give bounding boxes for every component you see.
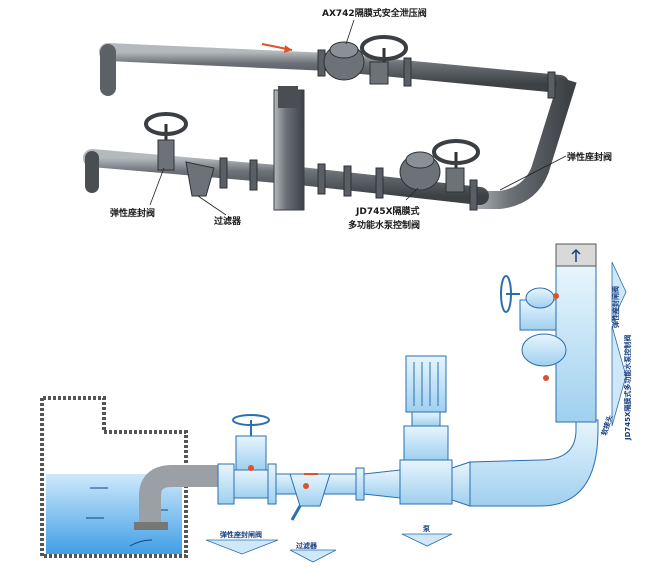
bottom-schematic: 弹性座封闸阀 过滤器 泵 软接头 JD745X隔膜式多功能水泵控制阀 弹性座封闸…: [40, 243, 632, 563]
handwheel-icon: [360, 35, 408, 61]
label-relief-valve: AX742隔膜式安全泄压阀: [322, 7, 427, 19]
right-riser-pipe: [470, 77, 577, 209]
handwheel-icon: [432, 139, 480, 165]
bottom-riser: [500, 243, 597, 423]
top-filter: [185, 161, 215, 197]
lower-run-flanges: [219, 157, 478, 211]
label-control-valve-2: 多功能水泵控制阀: [348, 219, 420, 231]
top-pump-control-valve: [399, 139, 480, 193]
top-leader-lines: [149, 19, 567, 216]
pump-column: [273, 89, 305, 211]
top-3d-piping-illustration: AX742隔膜式安全泄压阀 弹性座封阀 过滤器 JD745X隔膜式 多功能水泵控…: [83, 7, 612, 231]
bottom-pennants: [205, 261, 627, 563]
bottom-pump: [403, 355, 449, 461]
top-left-gate-valve: [144, 112, 188, 171]
pump-motor: [278, 86, 298, 108]
flow-arrowhead: [284, 45, 292, 53]
label-seat-valve-left: 弹性座封阀: [110, 207, 155, 219]
bottom-gate-valve: [232, 414, 270, 471]
handwheel-icon: [232, 414, 270, 426]
label-bottom-gate-valve: 弹性座封闸阀: [220, 530, 262, 539]
suction-pipe: [139, 465, 220, 530]
bottom-filter: [289, 473, 331, 521]
up-arrow-icon: [571, 248, 581, 262]
top-relief-valve: [323, 35, 408, 85]
label-bottom-filter: 过滤器: [296, 541, 318, 550]
label-bottom-seat-valve: 弹性座封闸阀: [611, 286, 620, 328]
handwheel-icon: [144, 112, 188, 136]
handwheel-icon: [500, 275, 512, 313]
label-seat-valve-right: 弹性座封阀: [567, 151, 612, 163]
suction-bell: [134, 522, 168, 530]
label-bottom-control-valve: JD745X隔膜式多功能水泵控制阀: [623, 335, 632, 441]
label-bottom-pump: 泵: [422, 524, 430, 533]
label-filter-top: 过滤器: [214, 215, 242, 227]
flow-arrow-icon: [129, 539, 153, 547]
label-control-valve-1: JD745X隔膜式: [355, 205, 420, 217]
